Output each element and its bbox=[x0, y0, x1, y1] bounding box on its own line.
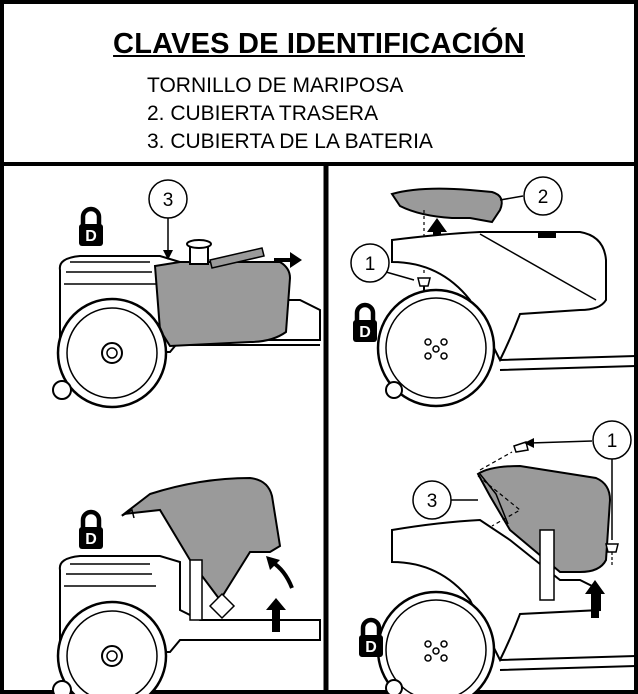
svg-text:1: 1 bbox=[365, 254, 376, 275]
arrow-icon bbox=[266, 598, 286, 632]
padlock-d-icon bbox=[79, 209, 103, 246]
svg-text:1: 1 bbox=[607, 431, 618, 452]
arrow-icon bbox=[274, 252, 302, 268]
battery-cover bbox=[120, 476, 282, 602]
rear-wheel bbox=[56, 600, 168, 694]
key-title: CLAVES DE IDENTIFICACIÓN bbox=[113, 28, 525, 60]
arrow-icon bbox=[266, 556, 280, 570]
padlock-d-icon bbox=[359, 620, 383, 657]
callout-2 bbox=[523, 176, 563, 216]
panel-top-right: 2 1 bbox=[350, 176, 637, 408]
callout-1 bbox=[592, 420, 632, 460]
svg-text:2: 2 bbox=[538, 187, 549, 208]
padlock-d-icon bbox=[79, 512, 103, 549]
panel-top-left: 3 bbox=[52, 179, 321, 409]
battery-cover bbox=[476, 464, 612, 573]
arrow-icon bbox=[585, 580, 605, 618]
battery-cover bbox=[153, 261, 292, 348]
callout-1 bbox=[350, 243, 390, 283]
key-item-1: TORNILLO DE MARIPOSA bbox=[147, 74, 404, 97]
panel-bottom-left bbox=[52, 476, 321, 694]
key-item-2: 2. CUBIERTA TRASERA bbox=[147, 102, 379, 125]
svg-text:3: 3 bbox=[427, 491, 438, 512]
padlock-d-icon bbox=[353, 305, 377, 342]
panel-bottom-right: 1 3 bbox=[359, 420, 637, 694]
rear-cover bbox=[390, 187, 503, 224]
rear-wheel bbox=[376, 590, 496, 694]
rear-wheel bbox=[56, 297, 168, 409]
key-item-3: 3. CUBIERTA DE LA BATERIA bbox=[147, 130, 433, 153]
svg-text:3: 3 bbox=[163, 190, 174, 211]
